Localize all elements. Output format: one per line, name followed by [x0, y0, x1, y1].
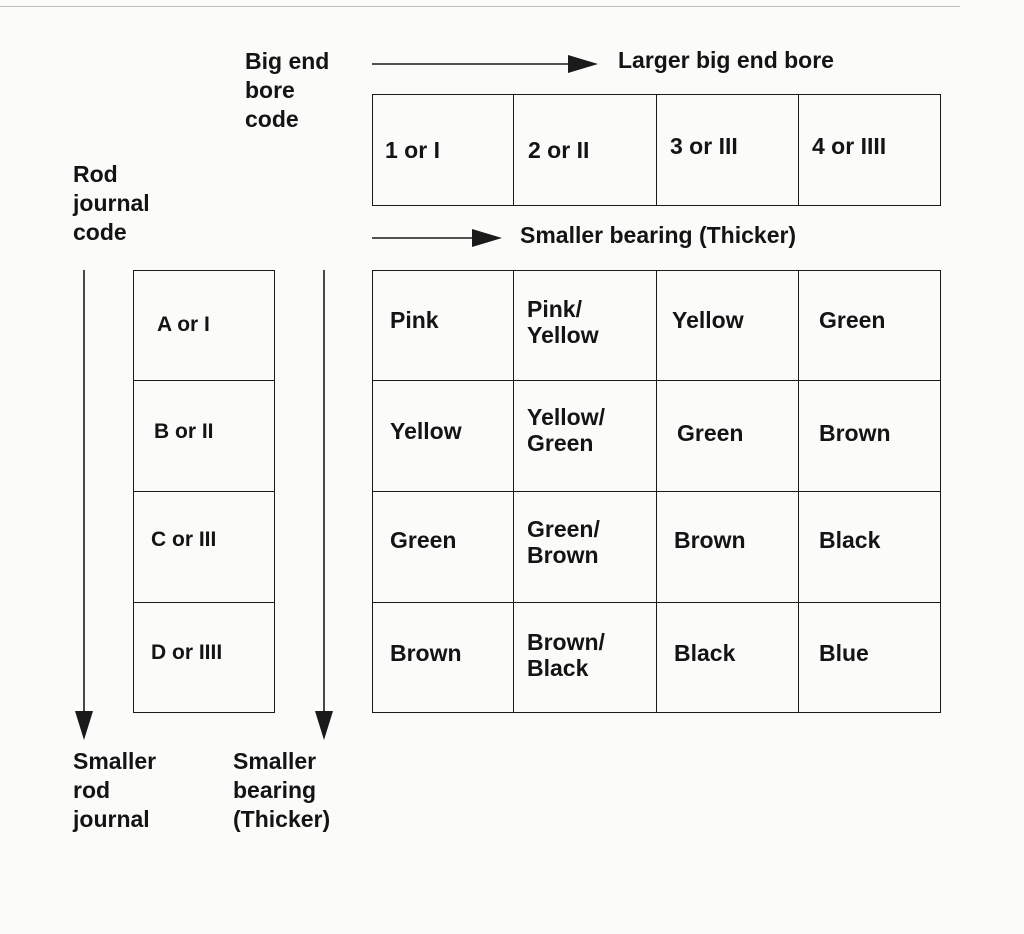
bearing-color-cell: Black — [819, 527, 881, 553]
top-rule — [0, 6, 960, 7]
journal-divider — [133, 602, 275, 603]
bearing-color-cell: Yellow — [390, 418, 462, 444]
journal-divider — [133, 491, 275, 492]
bearing-color-cell: Green/ Brown — [527, 516, 600, 568]
bearing-color-cell: Brown — [674, 527, 746, 553]
larger-big-end-bore-label: Larger big end bore — [618, 47, 834, 73]
bearing-color-cell: Pink — [390, 307, 439, 333]
bore-divider — [656, 94, 657, 206]
bearing-color-cell: Yellow/ Green — [527, 404, 605, 456]
grid-divider — [372, 380, 941, 381]
grid-divider — [372, 491, 941, 492]
bearing-color-cell: Green — [819, 307, 886, 333]
bearing-color-cell: Black — [674, 640, 736, 666]
bore-code-cell: 4 or IIII — [812, 133, 887, 159]
larger-bore-arrow — [372, 55, 598, 73]
bearing-color-cell: Green — [390, 527, 457, 553]
journal-divider — [133, 380, 275, 381]
big-end-bore-code-label: Big end bore code — [245, 48, 330, 132]
journal-code-cell: C or III — [151, 528, 217, 551]
bore-divider — [513, 94, 514, 206]
rod-journal-code-label: Rod journal code — [73, 161, 150, 245]
smaller-bearing-top-arrow — [372, 229, 502, 247]
grid-divider — [372, 602, 941, 603]
bearing-color-cell: Pink/ Yellow — [527, 296, 599, 348]
journal-code-cell: A or I — [157, 313, 210, 336]
bearing-color-cell: Green — [677, 420, 744, 446]
bearing-color-cell: Blue — [819, 640, 869, 666]
bore-code-cell: 1 or I — [385, 137, 440, 163]
journal-code-cell: D or IIII — [151, 641, 223, 664]
bore-divider — [798, 94, 799, 206]
smaller-bearing-bottom-label: Smaller bearing (Thicker) — [233, 748, 331, 832]
bearing-color-cell: Yellow — [672, 307, 744, 333]
smaller-bearing-vertical-arrow — [315, 270, 333, 740]
bearing-color-cell: Brown — [819, 420, 891, 446]
journal-code-cell: B or II — [154, 420, 214, 443]
bore-code-cell: 3 or III — [670, 133, 738, 159]
bearing-color-cell: Brown — [390, 640, 462, 666]
bore-code-cell: 2 or II — [528, 137, 590, 163]
bearing-color-cell: Brown/ Black — [527, 629, 605, 681]
smaller-rod-journal-arrow — [75, 270, 93, 740]
smaller-bearing-top-label: Smaller bearing (Thicker) — [520, 222, 797, 248]
smaller-rod-journal-label: Smaller rod journal — [73, 748, 157, 832]
